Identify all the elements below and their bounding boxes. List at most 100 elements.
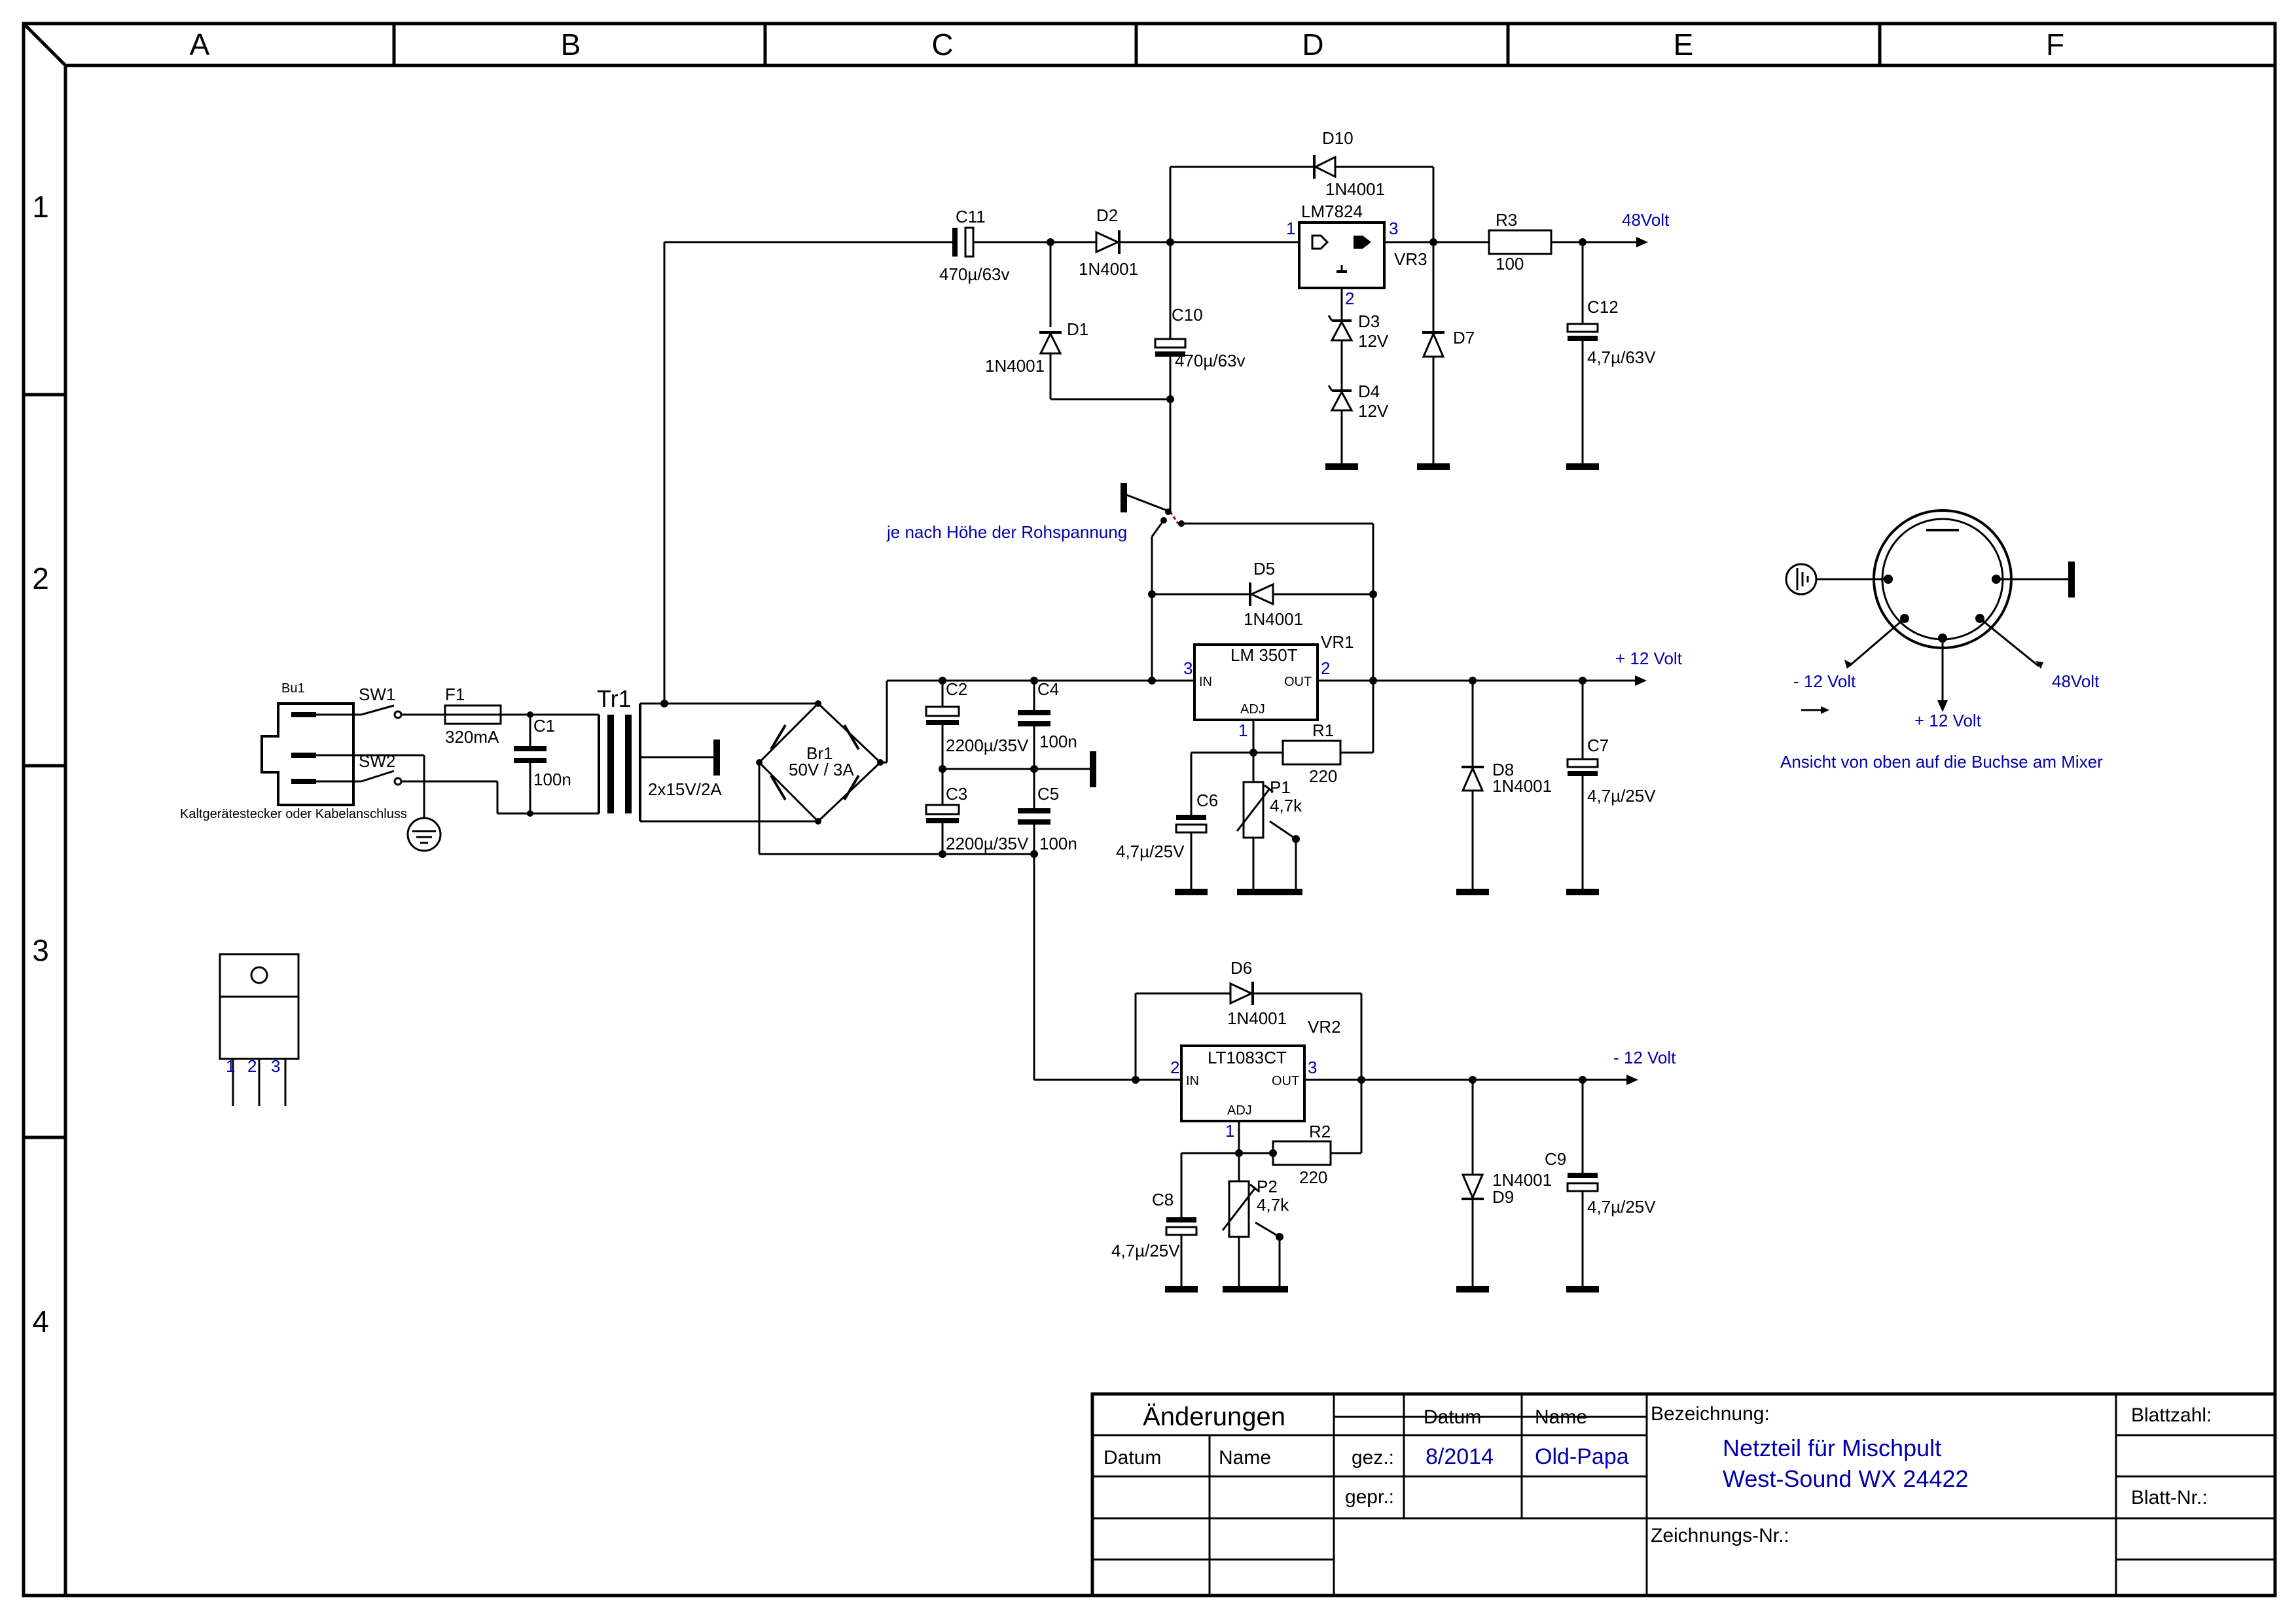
c4-value: 100n [1039,732,1077,751]
package-pin-3: 3 [271,1056,280,1076]
raw-negative-rail [939,850,1136,1081]
c4-c5-capacitors [1018,681,1050,854]
column-label-e: E [1674,27,1694,62]
vr1-label: VR1 [1321,632,1354,652]
c11-capacitor [952,226,1096,258]
bu1-label: Bu1 [281,681,305,696]
vr2-pin2: 2 [1170,1058,1179,1077]
d10-diode [1313,155,1435,242]
d3-value: 12V [1358,331,1389,351]
vr3-label: VR3 [1394,249,1427,269]
d4-label: D4 [1358,382,1380,401]
vr2-pin3: 3 [1308,1058,1317,1077]
c8-label: C8 [1152,1190,1174,1209]
sw1-switch [353,704,445,719]
vr3-lm7824 [1280,221,1489,301]
c10-capacitor [1154,166,1316,507]
c9-capacitor [1566,1080,1599,1293]
vr2-pin-out: OUT [1272,1074,1299,1088]
tr1-value: 2x15V/2A [648,779,722,799]
d5-label: D5 [1253,559,1275,579]
d1-label: D1 [1067,319,1088,339]
d8-diode [1456,681,1489,895]
vr3-pin2: 2 [1345,289,1354,308]
d6-label: D6 [1230,958,1252,978]
vr2-pin1: 1 [1225,1121,1234,1141]
changes-heading: Änderungen [1143,1402,1285,1431]
d3-label: D3 [1358,312,1380,331]
br1-bridge-rectifier [756,681,942,855]
column-label-c: C [931,27,953,62]
r1-value: 220 [1309,766,1337,786]
blattzahl-label: Blattzahl: [2131,1404,2212,1426]
zeichnungs-nr-label: Zeichnungs-Nr.: [1651,1525,1789,1546]
f1-fuse [444,704,599,725]
hv-feed-wire [660,241,952,707]
vr1-lm350t [1152,643,1647,757]
column-label-a: A [190,27,210,62]
sw2-switch [353,770,497,786]
row-label-1: 1 [32,190,49,224]
d9-diode [1456,1080,1489,1293]
title-block [1090,1392,2277,1597]
c1-capacitor [496,711,599,817]
p1-value: 4,7k [1270,796,1302,815]
gez-datum-value: 8/2014 [1426,1444,1494,1469]
f1-label: F1 [445,685,465,704]
package-pin-1: 1 [226,1056,235,1076]
c8-capacitor [1165,1152,1239,1293]
gez-name-value: Old-Papa [1535,1444,1629,1469]
c11-value: 470µ/63v [939,264,1010,284]
d4-value: 12V [1358,401,1389,421]
vr1-pin-out: OUT [1284,675,1312,689]
c3-value: 2200µ/35V [946,834,1029,853]
out-48v-label: 48Volt [1622,210,1670,230]
out-plus12-label: + 12 Volt [1615,649,1683,668]
d7-diode [1417,242,1450,470]
row-label-4: 4 [32,1304,49,1338]
d10-value: 1N4001 [1325,179,1385,199]
vr2-pin-in: IN [1186,1074,1199,1088]
name-header: Name [1535,1406,1587,1428]
d7-label: D7 [1453,328,1475,348]
vr2-ic-label: LT1083CT [1208,1048,1287,1067]
d2-value: 1N4001 [1079,259,1138,279]
socket-48v-label: 48Volt [2052,671,2100,691]
c6-label: C6 [1196,791,1218,810]
r2-resistor [1239,1140,1361,1166]
blatt-nr-label: Blatt-Nr.: [2131,1487,2208,1508]
br1-value: 50V / 3A [789,760,854,779]
changes-name-header: Name [1219,1447,1271,1469]
d3-d4-zener-diodes [1325,301,1358,470]
r3-label: R3 [1496,210,1517,230]
gez-label: gez.: [1352,1447,1394,1469]
c2-c3-capacitors [925,681,1096,854]
d9-value: 1N4001 [1492,1170,1552,1190]
vr1-pin1: 1 [1238,721,1247,740]
d8-label: D8 [1492,760,1514,779]
mixer-socket-drawing [1785,509,2075,714]
vr3-ic-label: LM7824 [1301,202,1363,221]
gepr-label: gepr.: [1345,1486,1394,1508]
c7-value: 4,7µ/25V [1587,786,1656,806]
vr2-pin-adj: ADJ [1227,1103,1252,1118]
d9-label: D9 [1492,1187,1514,1207]
r3-resistor [1488,229,1648,255]
c5-label: C5 [1037,784,1059,804]
r3-value: 100 [1496,254,1524,274]
p1-label: P1 [1270,777,1291,797]
c12-label: C12 [1587,297,1619,317]
bezeichnung-label: Bezeichnung: [1651,1403,1770,1425]
vr1-pin3: 3 [1183,658,1193,678]
d5-value: 1N4001 [1244,609,1303,629]
d2-diode [1095,230,1280,254]
d8-value: 1N4001 [1492,776,1552,796]
c3-label: C3 [946,784,967,804]
d2-label: D2 [1096,205,1118,225]
c12-value: 4,7µ/63V [1587,348,1656,367]
title-line-2: West-Sound WX 24422 [1723,1465,1969,1492]
c7-label: C7 [1587,736,1609,755]
p2-potentiometer [1221,1153,1288,1293]
c10-value: 470µ/63v [1175,351,1246,370]
